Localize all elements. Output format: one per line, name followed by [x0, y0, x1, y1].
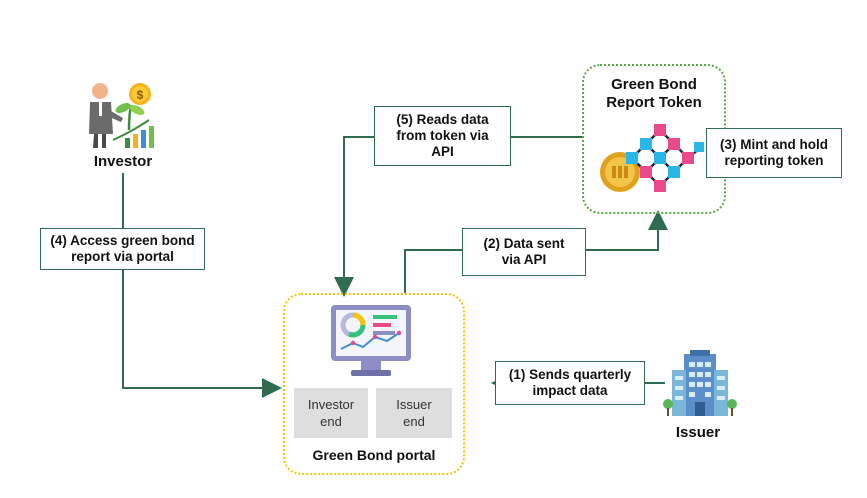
step-3-label: (3) Mint and hold reporting token	[706, 128, 842, 178]
dashboard-monitor-icon	[329, 303, 413, 379]
step-5-label: (5) Reads data from token via API	[374, 106, 511, 166]
investor-end-panel: Investor end	[294, 388, 368, 438]
portal-container	[283, 293, 465, 475]
issuer-building-icon	[662, 348, 738, 418]
investor-illustration: $	[85, 80, 163, 152]
blockchain-token-icon	[596, 120, 708, 198]
portal-title: Green Bond portal	[312, 447, 436, 463]
issuer-end-panel: Issuer end	[376, 388, 452, 438]
issuer-label: Issuer	[675, 424, 721, 441]
step-2-label: (2) Data sent via API	[462, 228, 586, 276]
step-1-label: (1) Sends quarterly impact data	[495, 361, 645, 405]
token-title: Green Bond Report Token	[606, 76, 702, 111]
investor-label: Investor	[93, 153, 153, 170]
connector-investor-portal	[122, 173, 282, 398]
svg-text:$: $	[137, 88, 144, 102]
step-4-label: (4) Access green bond report via portal	[40, 228, 205, 270]
